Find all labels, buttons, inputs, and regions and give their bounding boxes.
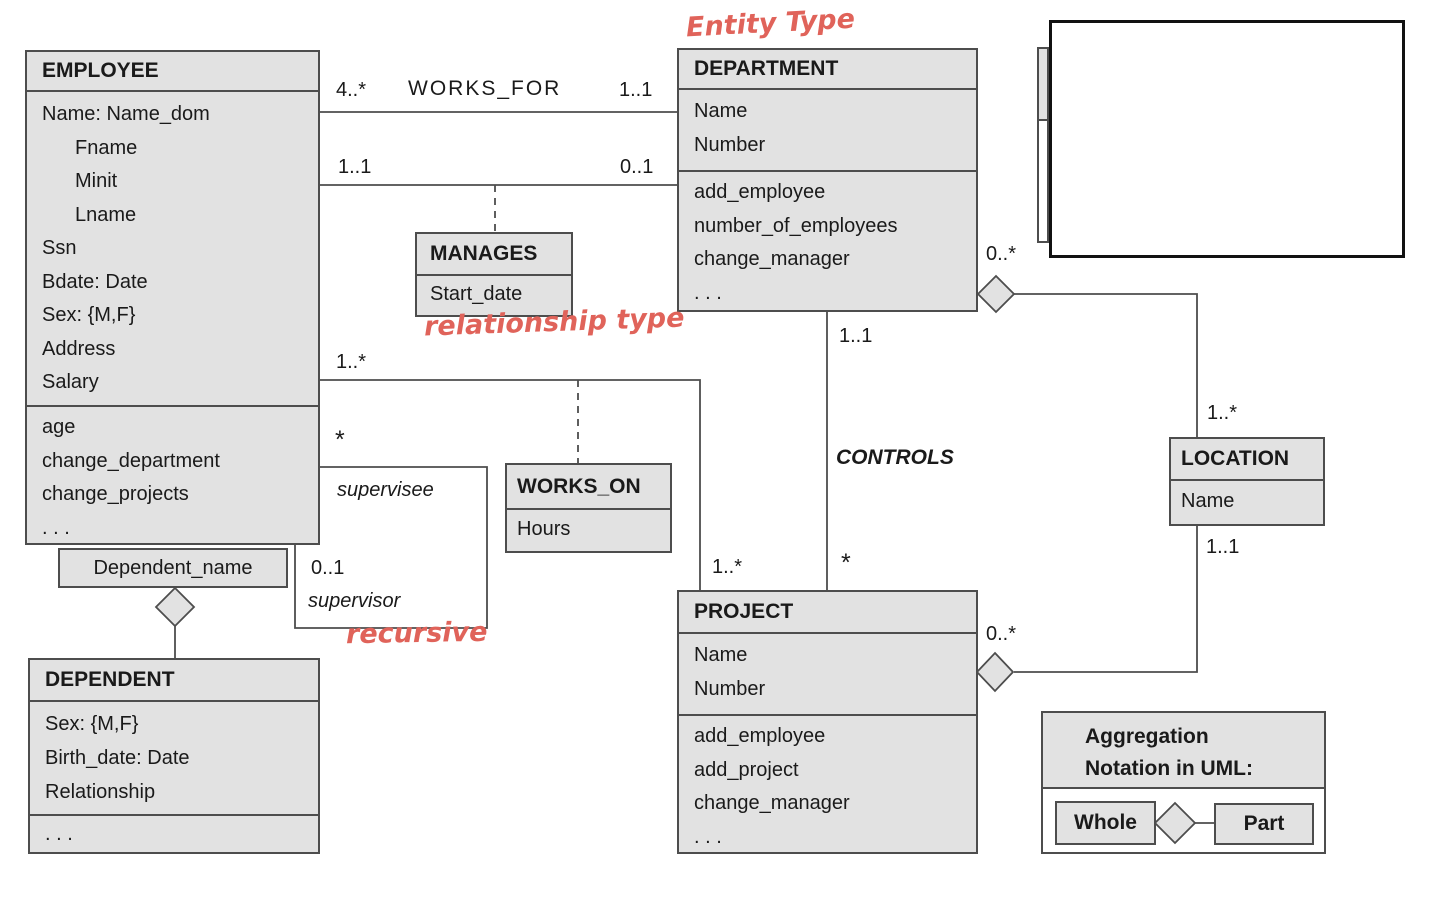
attribute-row: Number (694, 677, 766, 700)
operation-row: . . . (45, 823, 73, 845)
attribute-row: Salary (42, 371, 99, 393)
attribute-row: Name (694, 644, 748, 666)
dependent-name-attribute-box: Dependent_name (58, 548, 288, 588)
legend-aggregation-diamond-icon (1153, 801, 1197, 845)
class-works-on-attributes: Hours (507, 510, 670, 549)
attribute-row: Bdate: Date (42, 270, 148, 293)
attribute-row: Ssn (42, 237, 77, 259)
class-project: PROJECT Name Number add_employee add_pro… (677, 590, 978, 854)
location-project-location-multiplicity: 1..1 (1206, 536, 1240, 558)
legend-part-box: Part (1214, 803, 1314, 845)
class-employee-attributes: Name: Name_dom Fname Minit Lname Ssn Bda… (27, 92, 318, 405)
controls-department-multiplicity: 1..1 (839, 325, 873, 347)
locations-multiplicity: 1..* (1207, 402, 1238, 424)
controls-project-multiplicity: * (841, 549, 851, 577)
attribute-row: Number (694, 133, 766, 156)
class-location-attributes: Name (1171, 481, 1323, 522)
works-on-project-multiplicity: 1..* (712, 556, 743, 578)
class-location-title: LOCATION (1171, 439, 1323, 481)
supervisor-multiplicity: 0..1 (311, 557, 345, 579)
project-location-project-multiplicity: 0..* (986, 623, 1017, 645)
supervisor-role-label: supervisor (308, 590, 401, 612)
operation-row: add_project (694, 758, 799, 781)
dependent-aggregation-diamond-icon (154, 586, 196, 628)
recursive-annotation: recursive (345, 616, 488, 651)
class-location: LOCATION Name (1169, 437, 1325, 526)
attribute-row: Name: Name_dom (42, 103, 210, 125)
works-for-label: WORKS_FOR (408, 77, 562, 100)
aggregation-legend: Aggregation Notation in UML: Whole Part (1041, 711, 1326, 854)
operation-row: change_manager (694, 792, 850, 814)
attribute-row: Sex: {M,F} (45, 713, 139, 735)
class-department-operations: add_employee number_of_employees change_… (679, 170, 976, 310)
works-on-line (320, 379, 701, 591)
department-location-line (1014, 293, 1198, 438)
class-works-on-title: WORKS_ON (507, 465, 670, 510)
supervisee-multiplicity: * (335, 426, 345, 454)
legend-diamond-layer (1153, 801, 1216, 845)
operation-row: change_department (42, 449, 220, 472)
legend-title-line2: Notation in UML: (1085, 757, 1253, 780)
operation-row: . . . (42, 516, 70, 539)
class-dependent-operations: . . . (30, 814, 318, 852)
class-manages-attributes: Start_date (417, 276, 571, 313)
class-manages-title: MANAGES (417, 234, 571, 276)
manages-employee-multiplicity: 1..1 (338, 156, 372, 178)
operation-row: change_manager (694, 248, 850, 270)
attribute-row: Lname (75, 203, 137, 226)
class-employee: EMPLOYEE Name: Name_dom Fname Minit Lnam… (25, 50, 320, 545)
class-project-title: PROJECT (679, 592, 976, 634)
operation-row: age (42, 416, 76, 438)
department-aggregation-diamond-icon (976, 274, 1016, 314)
class-project-operations: add_employee add_project change_manager … (679, 714, 976, 852)
attribute-row: Birth_date: Date (45, 747, 190, 769)
operation-row: add_employee (694, 181, 826, 203)
class-employee-title: EMPLOYEE (27, 52, 318, 92)
attribute-row: Relationship (45, 781, 156, 803)
attribute-row: Name (694, 100, 748, 122)
attribute-row: Name (1181, 490, 1235, 512)
department-locations-multiplicity: 0..* (986, 243, 1017, 265)
works-for-employee-multiplicity: 4..* (336, 79, 367, 101)
project-aggregation-diamond-icon (975, 651, 1015, 693)
class-department-title: DEPARTMENT (679, 50, 976, 90)
supervisee-role-label: supervisee (337, 479, 434, 501)
operation-row: . . . (694, 281, 722, 304)
attribute-row: Address (42, 337, 116, 360)
class-department-attributes: Name Number (679, 90, 976, 170)
class-works-on: WORKS_ON Hours (505, 463, 672, 553)
operation-row: . . . (694, 825, 722, 848)
aggregation-legend-title: Aggregation Notation in UML: (1043, 713, 1324, 789)
class-department: DEPARTMENT Name Number add_employee numb… (677, 48, 978, 312)
attribute-row: Sex: {M,F} (42, 304, 136, 326)
controls-label: CONTROLS (836, 446, 954, 469)
class-manages: MANAGES Start_date (415, 232, 573, 317)
attribute-row: Start_date (430, 283, 523, 305)
attribute-row: Minit (75, 170, 118, 192)
class-dependent: DEPENDENT Sex: {M,F} Birth_date: Date Re… (28, 658, 320, 854)
operation-row: number_of_employees (694, 214, 898, 237)
class-dependent-title: DEPENDENT (30, 660, 318, 702)
location-project-line (1014, 525, 1198, 673)
attribute-row: Fname (75, 136, 138, 159)
supervision-recursive-line (294, 466, 488, 629)
operation-row: add_employee (694, 725, 826, 747)
blank-cover-box (1049, 20, 1405, 258)
legend-title-line1: Aggregation (1085, 725, 1209, 748)
class-project-attributes: Name Number (679, 634, 976, 714)
manages-department-multiplicity: 0..1 (620, 156, 654, 178)
works-for-department-multiplicity: 1..1 (619, 79, 653, 101)
class-dependent-attributes: Sex: {M,F} Birth_date: Date Relationship (30, 702, 318, 814)
class-employee-operations: age change_department change_projects . … (27, 405, 318, 543)
hidden-class-sliver-header (1037, 47, 1049, 121)
hidden-class-sliver-body (1037, 119, 1049, 243)
attribute-row: Hours (517, 518, 571, 540)
legend-whole-box: Whole (1055, 801, 1156, 845)
works-on-employee-multiplicity: 1..* (336, 351, 367, 373)
operation-row: change_projects (42, 483, 189, 505)
